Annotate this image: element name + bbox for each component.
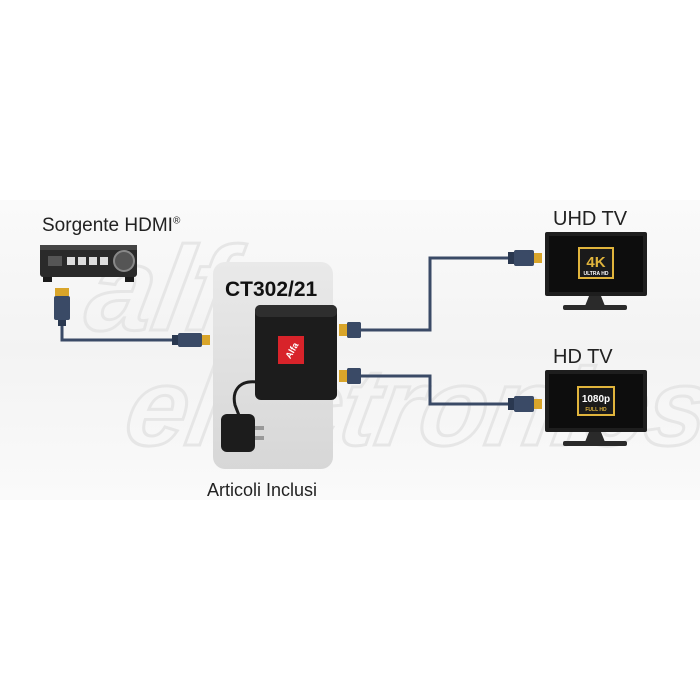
hd-tv-icon: 1080p FULL HD: [545, 370, 647, 446]
hdmi-plug-hd-tv: [508, 396, 542, 412]
hd-badge-sub: FULL HD: [585, 407, 607, 413]
hdmi-plug-uhd-tv: [508, 250, 542, 266]
hd-tv-label: HD TV: [553, 346, 613, 368]
uhd-badge-sub: ULTRA HD: [584, 271, 609, 277]
hdmi-source-device: [40, 245, 137, 282]
product-code: CT302/21: [225, 278, 318, 301]
power-adapter-front: [221, 380, 264, 452]
splitter-output-plugs: [339, 322, 361, 384]
uhd-tv-icon: 4K ULTRA HD: [545, 232, 647, 310]
hdmi-plug-splitter-input: [172, 333, 210, 347]
splitter-box-front: Alfa: [255, 305, 337, 400]
output-cable-uhd: [360, 256, 510, 332]
source-label-text: Sorgente HDMI: [42, 215, 173, 236]
hd-badge-main: 1080p: [582, 394, 610, 405]
hdmi-plug-source: [54, 288, 70, 326]
included-items-label: Articoli Inclusi: [207, 480, 318, 500]
source-label: Sorgente HDMI®: [42, 215, 180, 237]
input-cable: [60, 325, 175, 342]
uhd-badge-main: 4K: [586, 254, 605, 271]
uhd-tv-label: UHD TV: [553, 208, 628, 230]
registered-mark: ®: [172, 215, 181, 227]
output-cable-hd: [360, 374, 510, 406]
